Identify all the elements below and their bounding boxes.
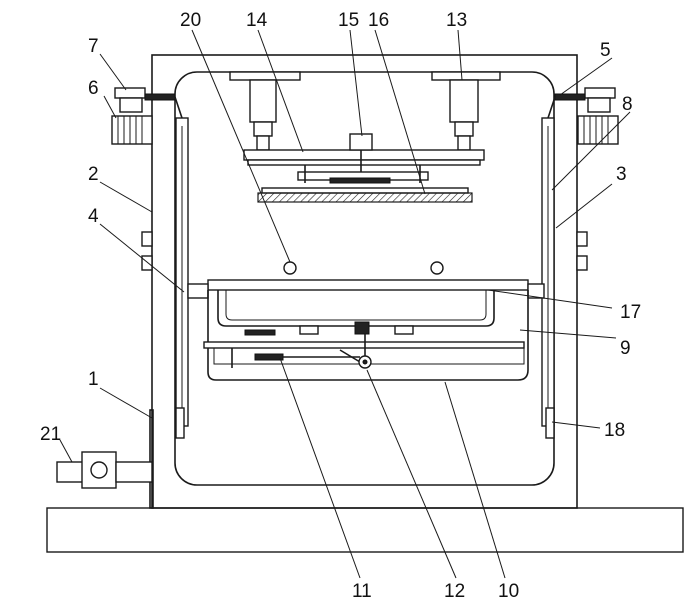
column-left — [149, 409, 154, 509]
cylinder-right — [449, 79, 479, 151]
motor — [349, 133, 373, 151]
label-11: 11 — [352, 581, 372, 602]
label-14: 14 — [246, 10, 268, 31]
label-2: 2 — [88, 164, 99, 185]
bolt-right-2 — [576, 255, 588, 271]
clamp-block — [329, 177, 391, 184]
label-1: 1 — [88, 369, 99, 390]
hole-left — [283, 261, 297, 275]
polishing-pad — [257, 192, 473, 203]
label-10: 10 — [498, 581, 519, 602]
hole-right — [430, 261, 444, 275]
label-20: 20 — [180, 10, 201, 31]
bracket-right — [545, 407, 555, 439]
bracket-left — [175, 407, 185, 439]
label-18: 18 — [604, 420, 625, 441]
top-mount-left — [229, 71, 301, 81]
outer-frame — [151, 54, 578, 509]
tray-bowl — [217, 290, 495, 327]
lower-frame — [207, 290, 529, 381]
bolt-right-1 — [576, 231, 588, 247]
lower-rail — [203, 341, 525, 349]
top-mount-right — [431, 71, 501, 81]
label-15: 15 — [338, 10, 359, 31]
label-7: 7 — [88, 36, 99, 57]
slider-left — [187, 283, 209, 299]
mounting-plate-lower — [247, 159, 481, 166]
bolt-left-1 — [141, 231, 153, 247]
bolt-left-2 — [141, 255, 153, 271]
arm-bearing — [81, 451, 117, 489]
mounting-plate — [243, 149, 485, 161]
label-16: 16 — [368, 10, 389, 31]
label-8: 8 — [622, 94, 633, 115]
polishing-pad-top — [261, 187, 469, 194]
label-3: 3 — [616, 164, 627, 185]
label-5: 5 — [600, 40, 611, 61]
label-13: 13 — [446, 10, 467, 31]
label-4: 4 — [88, 206, 99, 227]
label-6: 6 — [88, 78, 99, 99]
pulley-left — [111, 87, 183, 145]
label-17: 17 — [620, 302, 641, 323]
pulley-right — [547, 87, 619, 145]
label-21: 21 — [40, 424, 61, 445]
arm-coupling — [115, 461, 153, 483]
base-plate — [46, 507, 684, 553]
cylinder-left — [249, 79, 277, 151]
label-12: 12 — [444, 581, 465, 602]
tray-top — [207, 279, 529, 291]
link-mechanism — [231, 321, 414, 369]
leader-lines — [59, 29, 631, 579]
label-9: 9 — [620, 338, 631, 359]
